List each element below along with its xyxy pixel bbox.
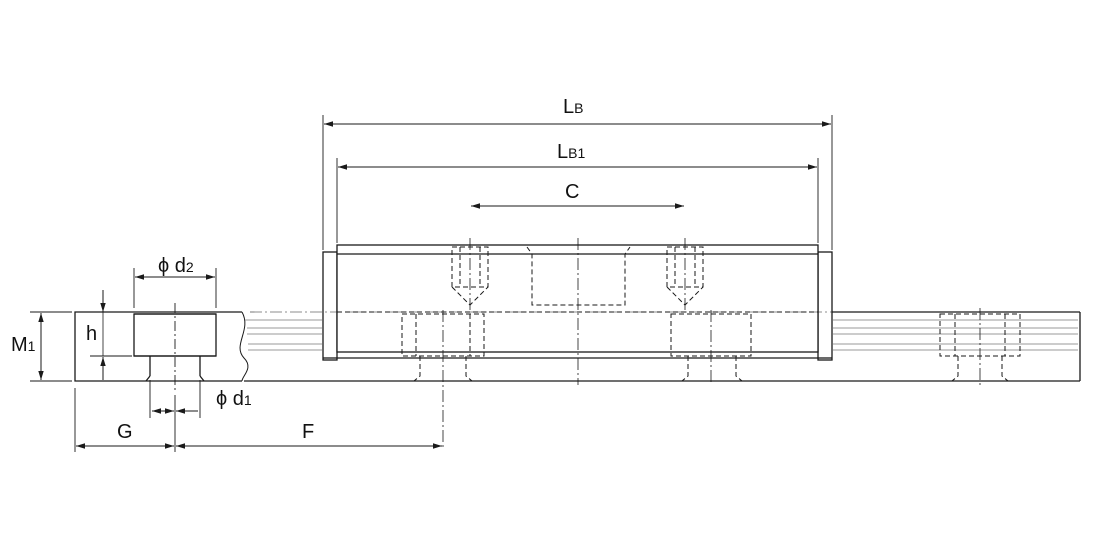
rail-break-line — [239, 311, 249, 382]
rail-mounting-hole-section — [133, 303, 217, 390]
label-phi-d2: ϕ d2 — [158, 255, 194, 277]
label-lb1: LB1 — [557, 141, 586, 163]
label-g: G — [117, 421, 133, 443]
carriage-block — [322, 244, 833, 361]
label-m1: M1 — [11, 334, 36, 356]
rail-left-section — [74, 311, 242, 382]
label-h: h — [86, 323, 98, 345]
label-f: F — [302, 421, 315, 443]
label-lb: LB — [563, 96, 584, 118]
label-phi-d1: ϕ d1 — [216, 388, 252, 410]
label-c: C — [565, 181, 580, 203]
